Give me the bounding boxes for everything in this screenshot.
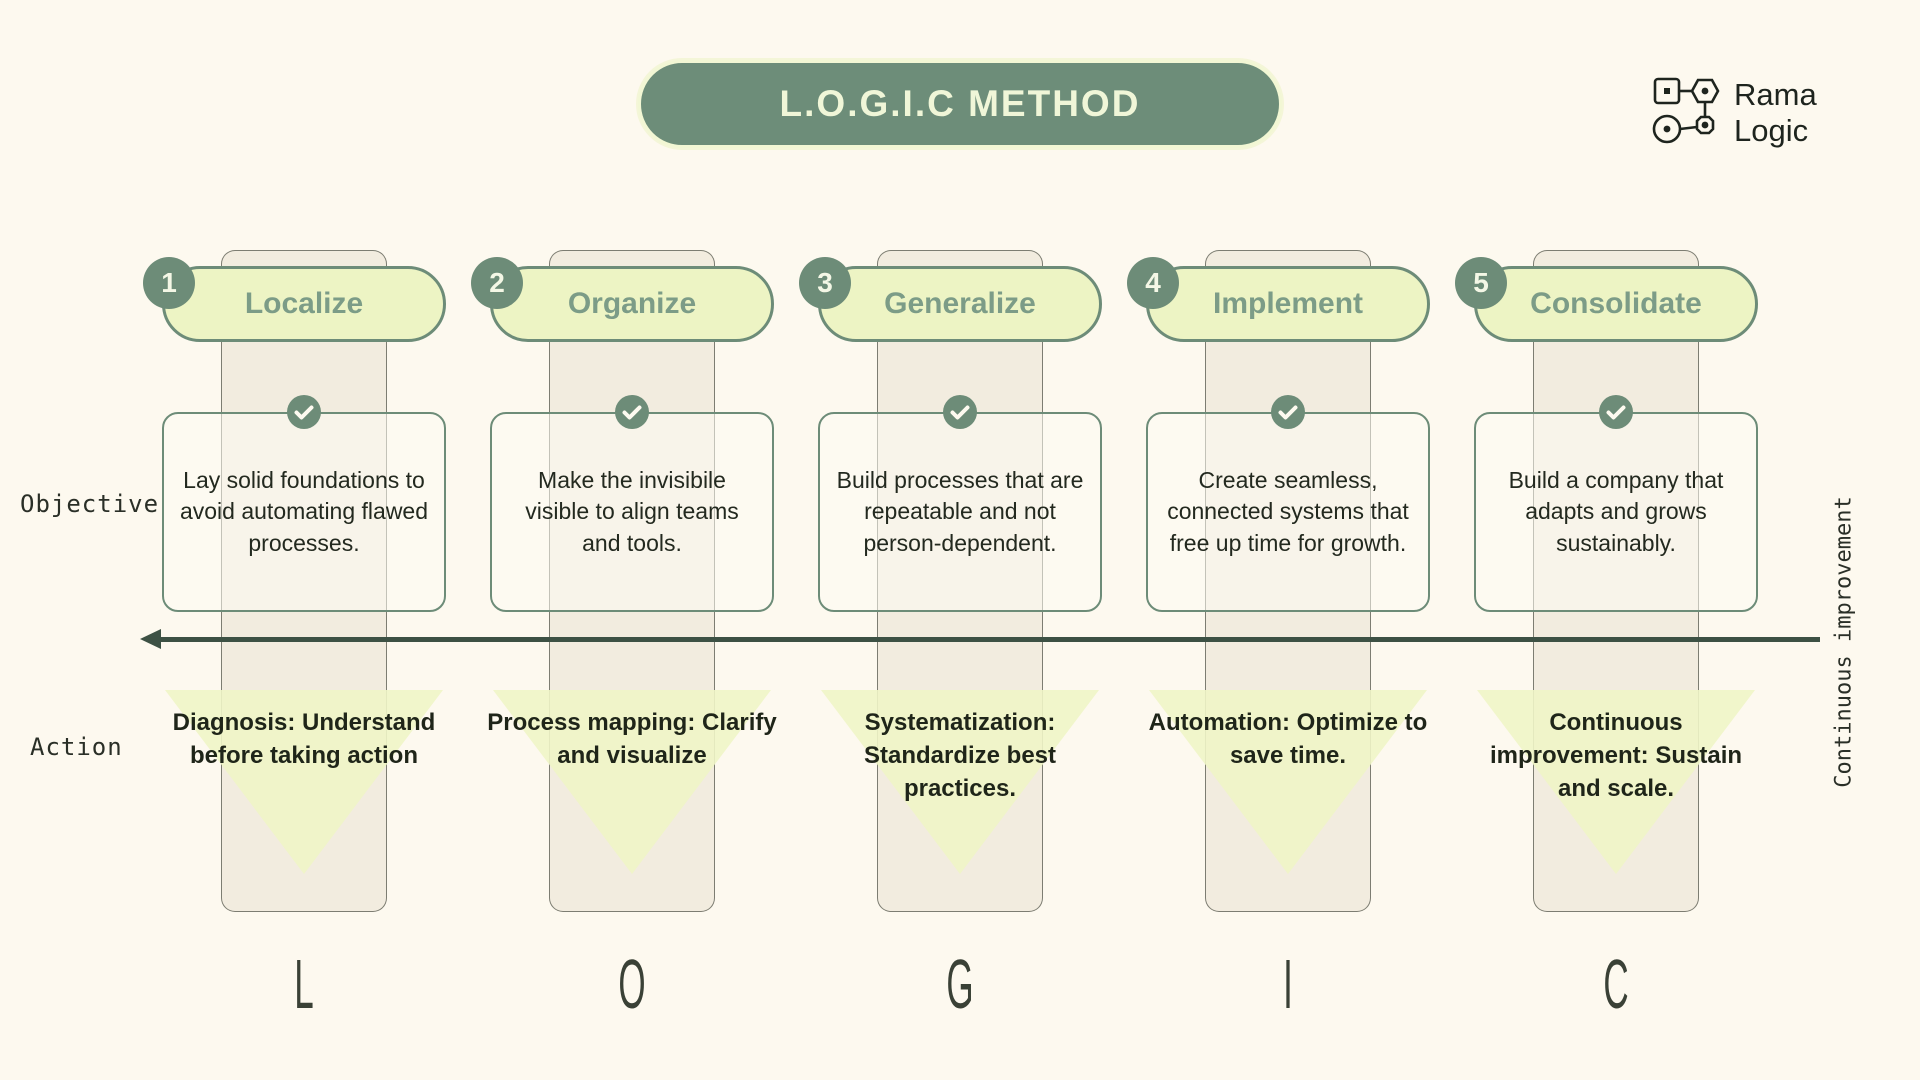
title-banner: L.O.G.I.C METHOD — [638, 60, 1282, 148]
step-column-localize: Lay solid foundations to avoid automatin… — [140, 0, 468, 1080]
step-number-badge: 5 — [1455, 257, 1507, 309]
action-triangle — [165, 690, 443, 874]
acronym-letter: L — [294, 945, 314, 1023]
acronym-letter: G — [946, 945, 974, 1023]
page-title: L.O.G.I.C METHOD — [779, 83, 1141, 124]
objective-text: Build processes that are repeatable and … — [836, 467, 1084, 556]
acronym-letter: I — [1283, 945, 1293, 1023]
objective-card: Create seamless, connected systems that … — [1146, 412, 1430, 612]
action-text: Continuous improvement: Sustain and scal… — [1489, 709, 1743, 802]
step-header-pill: Localize — [162, 266, 446, 342]
step-number-badge: 2 — [471, 257, 523, 309]
action-row-label: Action — [30, 733, 123, 761]
action-text: Automation: Optimize to save time. — [1148, 709, 1428, 769]
step-title: Generalize — [884, 287, 1036, 320]
action-triangle — [1149, 690, 1427, 874]
brand-name-line1: Rama — [1734, 76, 1817, 112]
check-circle-icon — [615, 395, 649, 429]
step-column-generalize: Build processes that are repeatable and … — [796, 0, 1124, 1080]
logic-method-board: Lay solid foundations to avoid automatin… — [140, 0, 1780, 1080]
objective-text: Build a company that adapts and grows su… — [1508, 467, 1724, 556]
acronym-letter: O — [618, 945, 646, 1023]
action-text: Process mapping: Clarify and visualize — [487, 709, 777, 769]
objective-card: Build processes that are repeatable and … — [818, 412, 1102, 612]
action-triangle — [1477, 690, 1755, 874]
step-title: Implement — [1212, 287, 1364, 320]
objective-card: Make the invisibile visible to align tea… — [490, 412, 774, 612]
brand-logo: Rama Logic — [1652, 76, 1817, 149]
step-number-badge: 1 — [143, 257, 195, 309]
check-circle-icon — [1599, 395, 1633, 429]
action-text: Systematization: Standardize best practi… — [863, 709, 1057, 802]
step-number-badge: 3 — [799, 257, 851, 309]
objective-text: Lay solid foundations to avoid automatin… — [179, 467, 429, 556]
step-title: Localize — [244, 287, 364, 320]
brand-name: Rama Logic — [1734, 77, 1817, 149]
objective-row-label: Objective — [20, 490, 160, 518]
step-header-pill: Consolidate — [1474, 266, 1758, 342]
check-circle-icon — [943, 395, 977, 429]
action-triangle — [821, 690, 1099, 874]
continuous-improvement-label: Continuous improvement — [1831, 496, 1857, 788]
step-number-badge: 4 — [1127, 257, 1179, 309]
step-header-pill: Implement — [1146, 266, 1430, 342]
step-column-organize: Make the invisibile visible to align tea… — [468, 0, 796, 1080]
step-title: Organize — [567, 287, 697, 320]
step-column-implement: Create seamless, connected systems that … — [1124, 0, 1452, 1080]
objective-card: Lay solid foundations to avoid automatin… — [162, 412, 446, 612]
check-circle-icon — [287, 395, 321, 429]
acronym-letter: C — [1603, 945, 1629, 1023]
brand-name-line2: Logic — [1734, 112, 1809, 148]
objective-text: Create seamless, connected systems that … — [1167, 467, 1409, 556]
objective-text: Make the invisibile visible to align tea… — [525, 467, 739, 556]
objective-card: Build a company that adapts and grows su… — [1474, 412, 1758, 612]
step-title: Consolidate — [1530, 287, 1702, 320]
improvement-arrow — [140, 629, 1820, 649]
step-header-pill: Organize — [490, 266, 774, 342]
step-column-consolidate: Build a company that adapts and grows su… — [1452, 0, 1780, 1080]
arrow-left-head-icon — [140, 629, 161, 649]
node-network-logo-icon — [1652, 76, 1722, 149]
step-header-pill: Generalize — [818, 266, 1102, 342]
action-triangle — [493, 690, 771, 874]
check-circle-icon — [1271, 395, 1305, 429]
action-text: Diagnosis: Understand before taking acti… — [172, 709, 436, 769]
